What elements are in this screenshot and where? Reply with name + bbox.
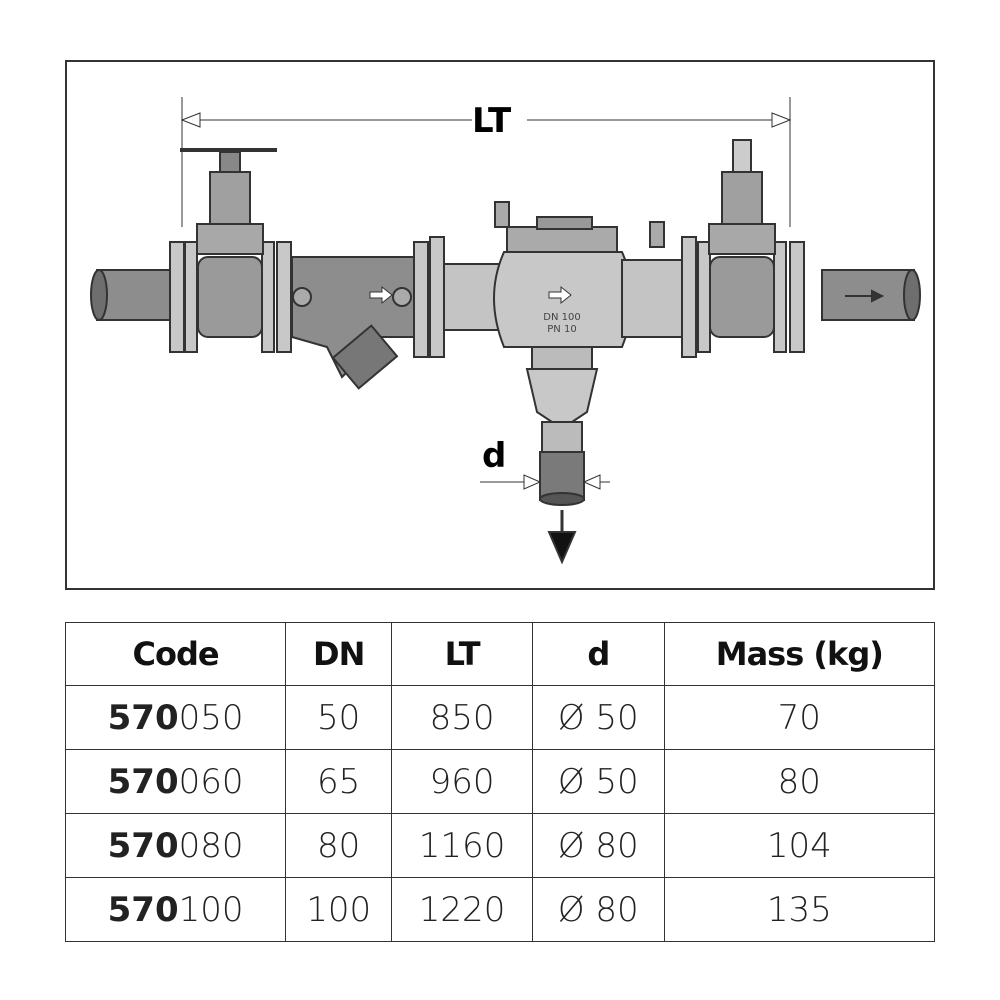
- dn-cell: 100: [285, 877, 393, 942]
- code-suffix: 060: [178, 761, 244, 802]
- code-prefix: 570: [107, 889, 179, 930]
- dimension-lt-label: LT: [472, 101, 512, 141]
- d-cell: Ø 80: [531, 877, 665, 942]
- code-prefix: 570: [107, 825, 179, 866]
- d-cell: Ø 50: [531, 685, 665, 750]
- header-d: d: [531, 622, 665, 686]
- header-dn: DN: [285, 622, 393, 686]
- lt-cell: 960: [391, 749, 533, 814]
- code-suffix: 050: [178, 697, 244, 738]
- valve-assembly-diagram: LT d DN 100 PN 10: [65, 60, 935, 590]
- table-row: 570080 80 1160 Ø 80 104: [64, 813, 936, 878]
- lt-cell: 1160: [391, 813, 533, 878]
- mass-cell: 70: [663, 685, 936, 750]
- code-suffix: 080: [178, 825, 244, 866]
- d-cell: Ø 80: [531, 813, 665, 878]
- code-suffix: 100: [178, 889, 244, 930]
- valve-drawing: LT d DN 100 PN 10: [90, 97, 921, 565]
- lt-cell: 850: [391, 685, 533, 750]
- table-row: 570050 50 850 Ø 50 70: [64, 685, 936, 750]
- header-code: Code: [64, 622, 287, 686]
- table-header-row: Code DN LT d Mass (kg): [64, 622, 936, 686]
- code-cell: 570080: [64, 813, 287, 878]
- specs-table: Code DN LT d Mass (kg) 570050 50 850 Ø 5…: [64, 622, 936, 942]
- mass-cell: 104: [663, 813, 936, 878]
- header-mass: Mass (kg): [663, 622, 936, 686]
- code-cell: 570050: [64, 685, 287, 750]
- lt-cell: 1220: [391, 877, 533, 942]
- valve-marking-pn: PN 10: [547, 324, 576, 335]
- header-lt: LT: [391, 622, 533, 686]
- valve-marking-dn: DN 100: [543, 312, 580, 323]
- table-row: 570060 65 960 Ø 50 80: [64, 749, 936, 814]
- code-prefix: 570: [107, 697, 179, 738]
- mass-cell: 80: [663, 749, 936, 814]
- code-cell: 570100: [64, 877, 287, 942]
- code-cell: 570060: [64, 749, 287, 814]
- mass-cell: 135: [663, 877, 936, 942]
- dn-cell: 50: [285, 685, 393, 750]
- dimension-d-label: d: [482, 436, 506, 476]
- dn-cell: 80: [285, 813, 393, 878]
- code-prefix: 570: [107, 761, 179, 802]
- table-row: 570100 100 1220 Ø 80 135: [64, 877, 936, 942]
- dn-cell: 65: [285, 749, 393, 814]
- d-cell: Ø 50: [531, 749, 665, 814]
